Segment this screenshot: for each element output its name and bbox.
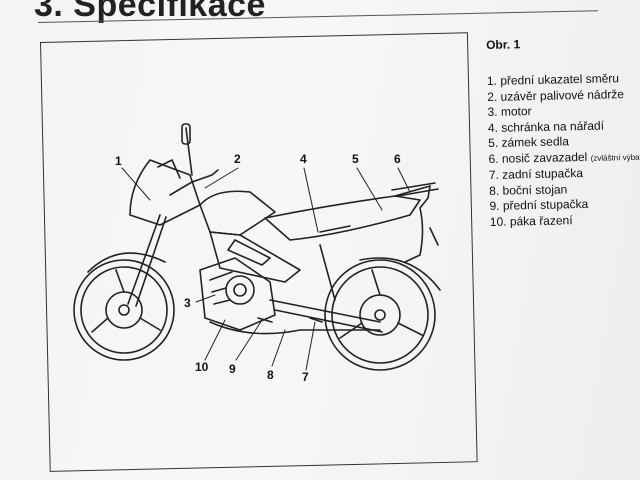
callout-5: 5 [352,152,359,166]
legend-item-number: 10. [489,214,507,229]
callout-4: 4 [300,152,307,166]
legend-item-text: schránka na nářadí [501,118,605,135]
legend-item-text: nosič zavazadel [501,149,588,166]
legend-item-text: zadní stupačka [502,166,584,182]
legend-item-text: uzávěr palivové nádrže [500,86,625,104]
legend-item-text: motor [500,104,532,119]
legend-item-number: 5. [488,135,499,150]
legend-item-number: 2. [487,89,498,104]
legend-item-text: páka řazení [509,212,573,229]
legend-item-number: 9. [489,198,500,213]
legend-item-text: boční stojan [502,181,568,198]
legend-item-number: 6. [488,151,499,166]
legend-item-number: 7. [488,167,500,182]
legend-item-text: přední ukazatel směru [500,71,620,88]
callout-6: 6 [394,152,401,166]
legend-item: 6. nosič zavazadel (zvláštní výbava) [488,148,640,168]
callout-7: 7 [302,370,309,384]
legend-item-text: zámek sedla [501,134,570,150]
callout-3: 3 [184,296,191,310]
callout-1: 1 [115,154,122,168]
legend-item-number: 1. [486,73,498,88]
callout-2: 2 [234,152,241,166]
legend-item: 2. uzávěr palivové nádrže [487,86,637,105]
callout-10: 10 [195,360,209,374]
legend-item-number: 4. [487,120,499,135]
legend-item-number: 8. [489,183,500,198]
callout-8: 8 [267,368,274,382]
figure-title: Obr. 1 [486,37,521,52]
legend-item-note: (zvláštní výbava) [590,152,640,163]
legend-item-number: 3. [487,104,498,119]
rear-wheel [324,259,436,371]
front-wheel [73,259,175,361]
callout-9: 9 [229,362,236,376]
legend-item-text: přední stupačka [502,196,589,213]
legend-item: 10. páka řazení [490,211,640,230]
